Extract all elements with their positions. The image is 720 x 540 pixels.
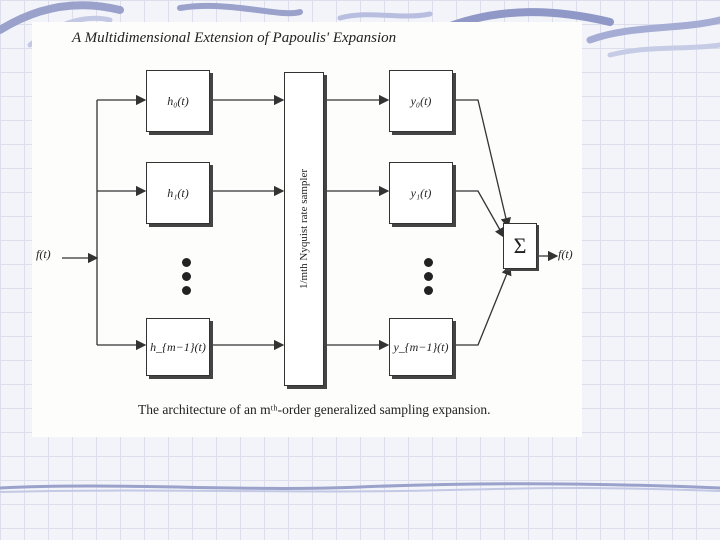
output-y1-label: y₁(t) [411,186,432,201]
ellipsis-dot [182,286,191,295]
output-y1: y₁(t) [389,162,453,224]
output-y0-label: y₀(t) [411,94,432,109]
ellipsis-dot [182,258,191,267]
scanned-figure: A Multidimensional Extension of Papoulis… [32,22,582,437]
output-ym-1-label: y_{m−1}(t) [393,340,448,355]
filter-h0: h₀(t) [146,70,210,132]
filter-h1: h₁(t) [146,162,210,224]
filter-h0-label: h₀(t) [167,94,189,109]
figure-caption: The architecture of an mᵗʰ-order general… [138,402,491,418]
filter-hm-1: h_{m−1}(t) [146,318,210,376]
sampler-label: 1/mth Nyquist rate sampler [298,169,310,289]
summation-symbol: Σ [514,233,527,259]
summation-block: Σ [503,223,537,269]
ellipsis-dot [182,272,191,281]
ellipsis-dot [424,258,433,267]
ellipsis-dot [424,272,433,281]
nyquist-sampler: 1/mth Nyquist rate sampler [284,72,324,386]
ym-to-sum [453,266,510,345]
y1-to-sum [453,191,504,237]
filter-hm-1-label: h_{m−1}(t) [150,340,206,355]
output-y0: y₀(t) [389,70,453,132]
output-signal-label: f(t) [558,247,573,262]
y0-to-sum [453,100,508,227]
ellipsis-dot [424,286,433,295]
decorative-bottom-swirls [0,478,720,500]
input-signal-label: f(t) [36,247,51,262]
output-ym-1: y_{m−1}(t) [389,318,453,376]
filter-h1-label: h₁(t) [167,186,189,201]
